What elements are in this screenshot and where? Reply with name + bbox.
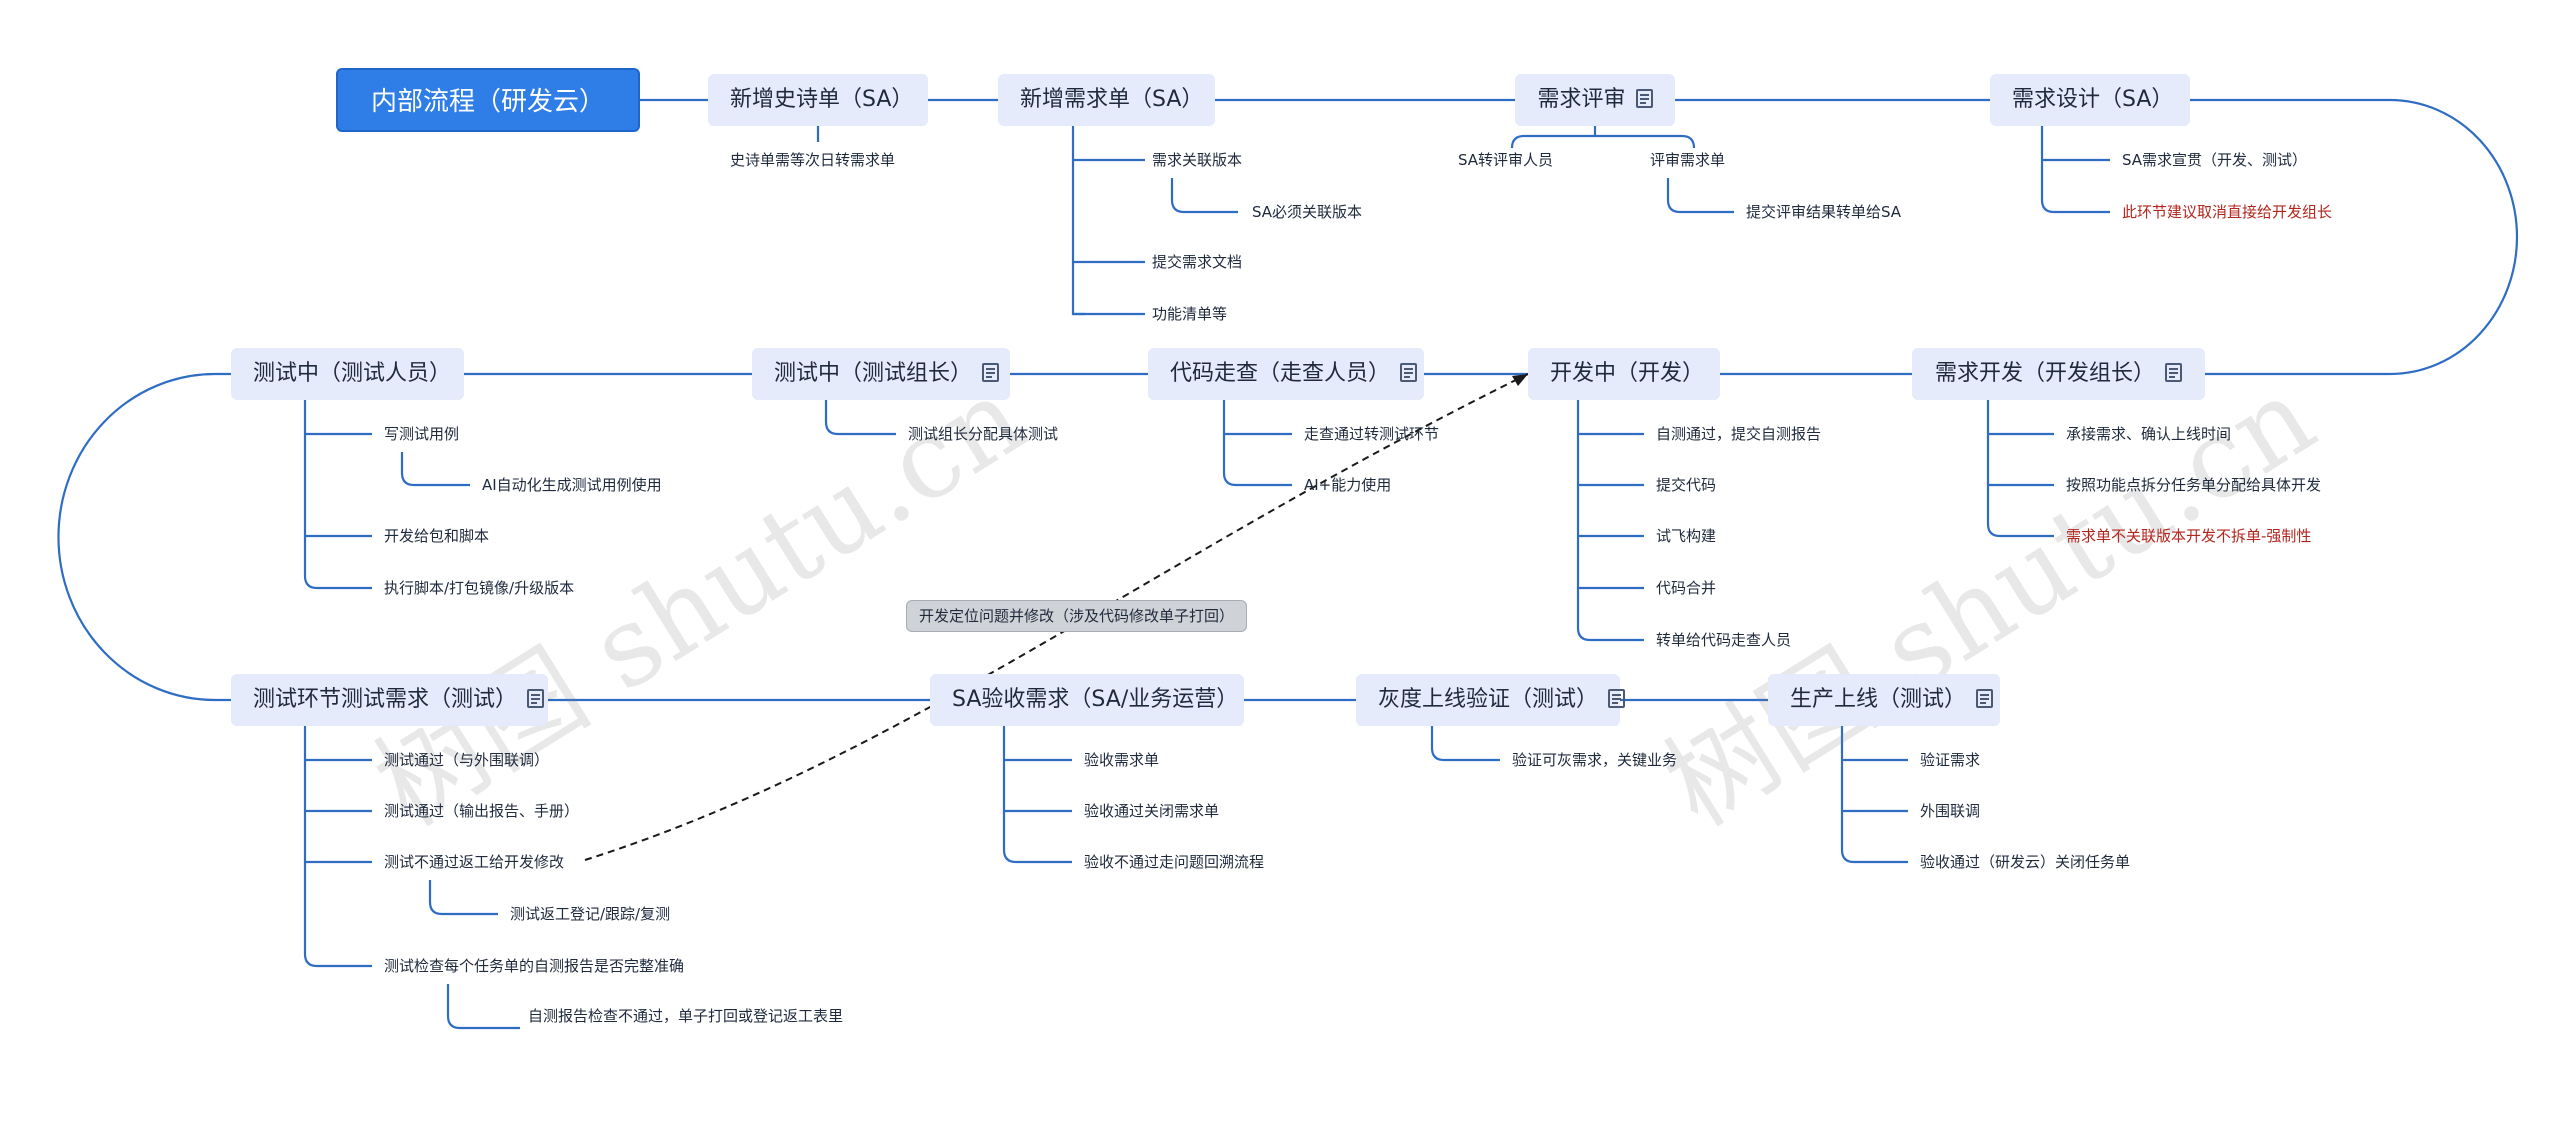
- link-tester-stage: [57, 372, 231, 702]
- node-label: 测试中（测试组长）: [774, 361, 973, 386]
- note-icon[interactable]: [1608, 688, 1626, 708]
- node-production-release[interactable]: 生产上线（测试）: [1768, 674, 2000, 726]
- leaf-text[interactable]: 提交代码: [1656, 476, 1717, 494]
- note-icon[interactable]: [2165, 362, 2182, 382]
- node-label: 生产上线（测试）: [1790, 687, 1967, 712]
- rework-relation-label[interactable]: 开发定位问题并修改（涉及代码修改单子打回）: [906, 600, 1248, 632]
- leaf-text[interactable]: 按照功能点拆分任务单分配给具体开发: [2066, 476, 2322, 494]
- leaf-text[interactable]: 测试组长分配具体测试: [908, 425, 1059, 443]
- leaf-text[interactable]: 验收通过关闭需求单: [1084, 802, 1220, 820]
- leaf-text[interactable]: 功能清单等: [1152, 305, 1228, 323]
- node-label: 测试中（测试人员）: [253, 361, 452, 386]
- leaf-text[interactable]: 测试不通过返工给开发修改: [384, 853, 565, 871]
- leaf-text[interactable]: SA转评审人员: [1458, 151, 1554, 169]
- node-label: 灰度上线验证（测试）: [1378, 687, 1599, 712]
- leaf-text[interactable]: 需求关联版本: [1152, 151, 1243, 169]
- leaf-text[interactable]: 外围联调: [1920, 802, 1981, 820]
- leaf-text[interactable]: 提交评审结果转单给SA: [1746, 203, 1902, 221]
- node-label: 开发中（开发）: [1550, 361, 1705, 386]
- leaf-text[interactable]: 测试通过（与外围联调）: [384, 751, 550, 769]
- leaf-text[interactable]: 自测通过，提交自测报告: [1656, 425, 1822, 443]
- leaf-text[interactable]: 验证需求: [1920, 751, 1981, 769]
- node-label: 需求评审: [1537, 87, 1626, 112]
- node-requirement-review[interactable]: 需求评审: [1515, 74, 1675, 126]
- node-new-epic[interactable]: 新增史诗单（SA）: [708, 74, 928, 126]
- rework-relation-arrow: [1512, 374, 1528, 386]
- rework-relation-line: [584, 373, 1529, 861]
- leaf-text[interactable]: 开发给包和脚本: [384, 527, 490, 545]
- leaf-text[interactable]: 承接需求、确认上线时间: [2066, 425, 2232, 443]
- leaf-text[interactable]: 验收通过（研发云）关闭任务单: [1920, 853, 2131, 871]
- link-design-devlead: [2190, 98, 2519, 376]
- node-testing-tester[interactable]: 测试中（测试人员）: [231, 348, 464, 400]
- node-requirement-design[interactable]: 需求设计（SA）: [1990, 74, 2190, 126]
- node-label: 需求开发（开发组长）: [1934, 361, 2155, 386]
- leaf-text[interactable]: 验证可灰需求，关键业务: [1512, 751, 1678, 769]
- note-icon[interactable]: [527, 688, 545, 708]
- leaf-text[interactable]: 史诗单需等次日转需求单: [730, 151, 896, 169]
- node-sa-acceptance[interactable]: SA验收需求（SA/业务运营）: [930, 674, 1244, 726]
- node-new-requirement[interactable]: 新增需求单（SA）: [998, 74, 1215, 126]
- leaf-text[interactable]: 执行脚本/打包镜像/升级版本: [384, 579, 575, 597]
- leaf-text[interactable]: 自测报告检查不通过，单子打回或登记返工表里: [528, 1007, 844, 1025]
- leaf-text[interactable]: 验收不通过走问题回溯流程: [1084, 853, 1265, 871]
- leaf-text[interactable]: 代码合并: [1656, 579, 1717, 597]
- root-node[interactable]: 内部流程（研发云）: [336, 68, 640, 132]
- leaf-text-highlighted[interactable]: 需求单不关联版本开发不拆单-强制性: [2066, 527, 2312, 545]
- leaf-text[interactable]: 测试返工登记/跟踪/复测: [510, 905, 671, 923]
- leaf-text[interactable]: AI自动化生成测试用例使用: [482, 476, 662, 494]
- node-code-walkthrough[interactable]: 代码走查（走查人员）: [1148, 348, 1424, 400]
- leaf-text[interactable]: 走查通过转测试环节: [1304, 425, 1440, 443]
- root-node-label: 内部流程（研发云）: [370, 87, 605, 117]
- node-label: 新增史诗单（SA）: [730, 87, 914, 112]
- leaf-text[interactable]: SA需求宣贯（开发、测试）: [2122, 151, 2308, 169]
- leaf-text[interactable]: 提交需求文档: [1152, 253, 1243, 271]
- node-label: 代码走查（走查人员）: [1170, 361, 1391, 386]
- leaf-text[interactable]: AI+能力使用: [1304, 476, 1392, 494]
- note-icon[interactable]: [1976, 688, 1994, 708]
- leaf-text[interactable]: SA必须关联版本: [1252, 203, 1363, 221]
- leaf-text[interactable]: 写测试用例: [384, 425, 460, 443]
- leaf-text[interactable]: 转单给代码走查人员: [1656, 631, 1792, 649]
- node-gray-release[interactable]: 灰度上线验证（测试）: [1356, 674, 1626, 726]
- node-label: 需求设计（SA）: [2012, 87, 2174, 112]
- node-stage-testing[interactable]: 测试环节测试需求（测试）: [231, 674, 548, 726]
- node-label: 新增需求单（SA）: [1020, 87, 1204, 112]
- leaf-text[interactable]: 测试通过（输出报告、手册）: [384, 802, 580, 820]
- note-icon[interactable]: [1635, 88, 1653, 108]
- leaf-text[interactable]: 评审需求单: [1650, 151, 1726, 169]
- leaf-text[interactable]: 试飞构建: [1656, 527, 1717, 545]
- note-icon[interactable]: [982, 362, 1000, 382]
- node-requirement-dev-lead[interactable]: 需求开发（开发组长）: [1912, 348, 2205, 400]
- leaf-text[interactable]: 验收需求单: [1084, 751, 1160, 769]
- note-icon[interactable]: [1400, 362, 1418, 382]
- node-label: 测试环节测试需求（测试）: [253, 687, 518, 712]
- leaf-text[interactable]: 测试检查每个任务单的自测报告是否完整准确: [384, 957, 685, 975]
- node-label: SA验收需求（SA/业务运营）: [952, 687, 1239, 712]
- node-testing-test-lead[interactable]: 测试中（测试组长）: [752, 348, 1010, 400]
- leaf-text-highlighted[interactable]: 此环节建议取消直接给开发组长: [2122, 203, 2333, 221]
- node-developing[interactable]: 开发中（开发）: [1528, 348, 1720, 400]
